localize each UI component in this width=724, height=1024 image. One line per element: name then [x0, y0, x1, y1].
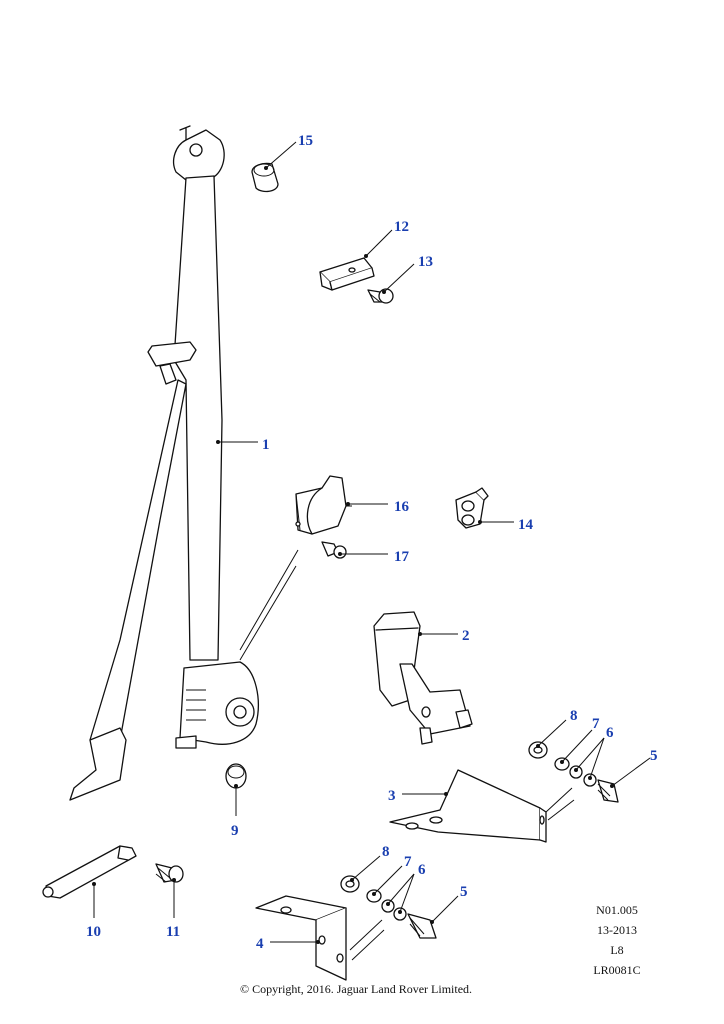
callout-2: 2	[462, 628, 470, 644]
callout-labels: 1 2 3 4 5 5 6 6 7 7 8 8 9 10 11 12 13 14…	[86, 133, 658, 952]
callout-13: 13	[418, 254, 433, 270]
callout-15: 15	[298, 133, 313, 149]
ref-line-2: 13-2013	[597, 923, 637, 937]
callout-10: 10	[86, 924, 101, 940]
callout-9: 9	[231, 823, 239, 839]
callout-5a: 5	[650, 748, 658, 764]
callout-6a: 6	[606, 725, 614, 741]
part-2-buckle	[373, 611, 473, 745]
part-12-block	[319, 257, 375, 291]
callout-1: 1	[262, 437, 270, 453]
callout-6b: 6	[418, 862, 426, 878]
part-4-l-bracket	[255, 895, 385, 981]
fastener-group-upper	[528, 741, 619, 803]
part-1-seat-belt	[69, 125, 299, 801]
part-11-screw	[155, 863, 184, 883]
callout-17: 17	[394, 549, 410, 565]
callout-14: 14	[518, 517, 534, 533]
callout-3: 3	[388, 788, 396, 804]
callout-8b: 8	[382, 844, 390, 860]
copyright-notice: © Copyright, 2016. Jaguar Land Rover Lim…	[240, 982, 472, 996]
callout-12: 12	[394, 219, 409, 235]
part-16-cover	[295, 475, 352, 535]
callout-8a: 8	[570, 708, 578, 724]
callout-7a: 7	[592, 716, 600, 732]
reference-block: N01.005 13-2013 L8 LR0081C	[593, 903, 640, 977]
part-13-screw	[367, 288, 394, 304]
part-17-push-pin	[321, 541, 347, 559]
ref-line-1: N01.005	[596, 903, 638, 917]
callout-7b: 7	[404, 854, 412, 870]
leader-lines	[92, 141, 651, 944]
part-3-bracket	[389, 769, 575, 843]
fastener-group-lower	[340, 875, 437, 939]
callout-5b: 5	[460, 884, 468, 900]
callout-4: 4	[256, 936, 264, 952]
part-15-cap	[251, 162, 279, 193]
callout-16: 16	[394, 499, 410, 515]
part-10-rod	[42, 845, 137, 899]
ref-line-4: LR0081C	[593, 963, 640, 977]
ref-line-3: L8	[610, 943, 623, 957]
part-14-clip	[455, 487, 489, 529]
callout-11: 11	[166, 924, 180, 940]
